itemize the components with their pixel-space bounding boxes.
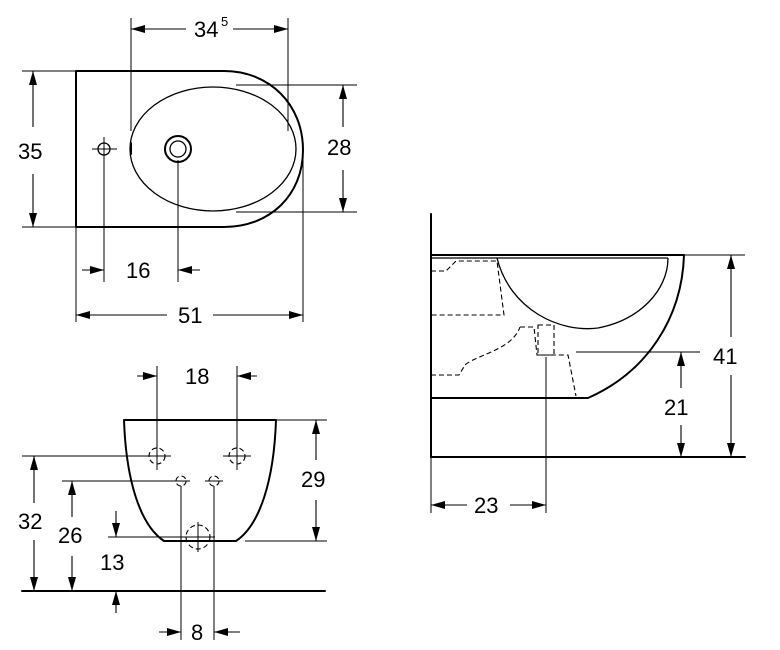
dim-front-fix-spacing: 18	[185, 364, 209, 389]
side-view: 41 21 23	[430, 213, 746, 518]
dim-top-width: 34	[194, 17, 218, 42]
bowl-inner-curve	[496, 257, 669, 330]
upper-fixing-right-icon	[223, 442, 251, 470]
drain-inner	[169, 140, 187, 158]
tap-hole-icon	[92, 137, 117, 161]
dim-front-upper-fix-height: 32	[18, 509, 42, 534]
front-view-outline	[123, 419, 277, 542]
dim-front-drain-height: 13	[100, 550, 124, 575]
bowl-outline	[129, 86, 297, 212]
dim-front-lower-spacing: 8	[191, 620, 203, 645]
drain-outline	[164, 135, 192, 163]
dim-front-height: 29	[301, 467, 325, 492]
dim-side-drain-height: 21	[664, 395, 688, 420]
hidden-trap	[431, 326, 521, 376]
top-view: 34 5 35 28 16 51	[18, 14, 357, 328]
hidden-waste-pipe	[520, 326, 577, 397]
dim-front-lower-fix-height: 26	[58, 523, 82, 548]
dim-top-depth: 35	[18, 139, 42, 164]
hidden-outlet	[537, 324, 555, 356]
dim-tap-offset: 16	[126, 258, 150, 283]
dim-bowl-depth: 28	[327, 135, 351, 160]
side-view-outline	[430, 254, 685, 399]
front-view: 18 29 32 26 13 8	[18, 364, 327, 645]
dim-side-height: 41	[713, 344, 737, 369]
dim-side-drain-offset: 23	[474, 493, 498, 518]
dim-top-width-sup: 5	[221, 14, 228, 29]
lower-fixing-right-icon	[205, 475, 223, 487]
waste-outlet-icon	[181, 522, 215, 552]
dim-total-length: 51	[178, 303, 202, 328]
hidden-wall-cavity	[431, 260, 505, 316]
